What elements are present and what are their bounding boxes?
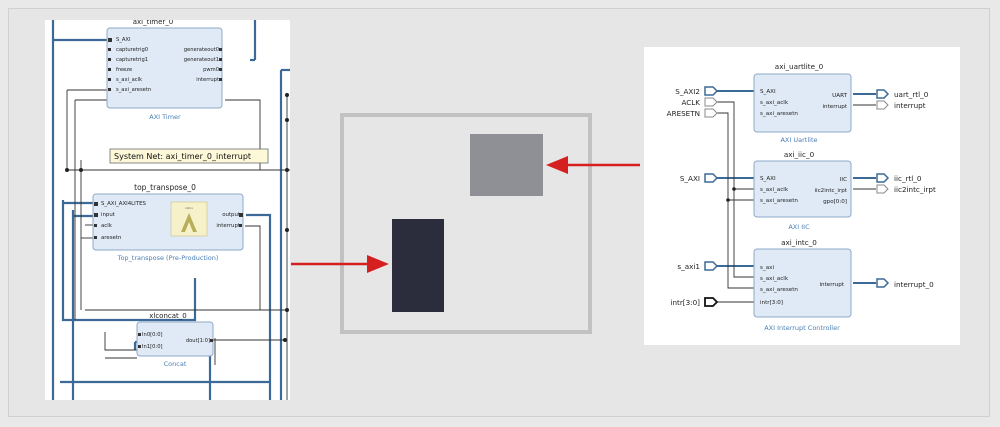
uartlite-port-uart: UART [832, 93, 847, 99]
left-block-design: axi_timer_0 S_AXI capturetrig0 capturetr… [51, 20, 290, 400]
timer-port-capturetrig0: capturetrig0 [116, 47, 148, 53]
concat-port-in1: In1[0:0] [142, 344, 163, 350]
iic-instance-name: axi_iic_0 [784, 150, 815, 159]
axi-timer-block[interactable]: axi_timer_0 S_AXI capturetrig0 capturetr… [106, 20, 223, 121]
intc-port-saxi: s_axi [760, 265, 774, 271]
ext-port-aclk: ACLK [681, 98, 700, 107]
axi-iic-block[interactable]: axi_iic_0 S_AXI s_axi_aclk s_axi_aresetn… [753, 150, 852, 231]
iic-port-saxi: S_AXI [760, 176, 776, 182]
right-bus-wires [716, 90, 876, 284]
timer-port-generateout0: generateout0 [184, 47, 219, 53]
intc-body[interactable] [753, 248, 852, 318]
timer-port-freeze: freeze [116, 67, 132, 73]
uartlite-port-aclk: s_axi_aclk [760, 100, 789, 106]
uartlite-port-saxi: S_AXI [760, 89, 776, 95]
right-external-input-pins [704, 86, 719, 307]
ext-port-interrupt-0: interrupt_0 [894, 280, 934, 289]
timer-right-ports: generateout0 generateout1 pwm0 interrupt [184, 47, 219, 83]
iic-body[interactable] [753, 160, 852, 218]
transpose-left-ports: S_AXI_AXI4LITES input aclk aresetn [101, 201, 146, 241]
concat-port-dout: dout[1:0] [186, 338, 210, 344]
iic-port-gpo: gpo[0:0] [823, 199, 847, 205]
timer-port-aresetn: s_axi_aresetn [116, 87, 151, 93]
intc-left-ports: s_axi s_axi_aclk s_axi_aresetn intr[3:0] [760, 265, 798, 306]
uartlite-port-interrupt: interrupt [822, 104, 847, 110]
top-transpose-block[interactable]: top_transpose_0 S_AXI_AXI4LITES input ac… [92, 183, 244, 262]
transpose-port-aresetn: aresetn [101, 235, 121, 241]
transpose-instance-name: top_transpose_0 [134, 183, 196, 192]
iic-port-aclk: s_axi_aclk [760, 187, 789, 193]
ext-port-iic-rtl: iic_rtl_0 [894, 174, 922, 183]
intc-ip-label: AXI Interrupt Controller [764, 324, 840, 332]
uartlite-left-ports: S_AXI s_axi_aclk s_axi_aresetn [760, 89, 798, 117]
concat-block[interactable]: xlconcat_0 In0[0:0] In1[0:0] dout[1:0] C… [136, 312, 214, 368]
left-signal-wires [66, 89, 290, 400]
svg-text:xilinx: xilinx [185, 206, 193, 210]
ext-port-intr: intr[3:0] [670, 298, 700, 307]
timer-left-ports: S_AXI capturetrig0 capturetrig1 freeze s… [116, 37, 151, 93]
timer-port-generateout1: generateout1 [184, 57, 219, 63]
transpose-ip-label: Top_transpose (Pre-Production) [117, 254, 219, 262]
transpose-port-saxi: S_AXI_AXI4LITES [101, 201, 146, 207]
concat-instance-name: xlconcat_0 [149, 312, 187, 320]
ext-port-s-axi1: s_axi1 [677, 262, 700, 271]
system-net-tooltip: System Net: axi_timer_0_interrupt [109, 148, 269, 164]
timer-ip-label: AXI Timer [149, 113, 181, 121]
right-block-design-screenshot: S_AXI2 ACLK ARESETN S_AXI s_axi1 intr[3:… [644, 47, 960, 345]
timer-port-pwm0: pwm0 [203, 67, 219, 73]
concat-port-in0: In0[0:0] [142, 332, 163, 338]
transpose-right-ports: output interrupt [216, 212, 240, 229]
timer-port-saxi: S_AXI [116, 37, 131, 43]
ext-port-aresetn: ARESETN [667, 109, 700, 118]
iic-ip-label: AXI IIC [788, 223, 810, 231]
timer-port-aclk: s_axi_aclk [116, 77, 142, 83]
tooltip-box [109, 148, 269, 164]
intc-port-interrupt: interrupt [819, 282, 844, 288]
ext-port-s-axi: S_AXI [680, 174, 700, 183]
uartlite-body[interactable] [753, 73, 852, 133]
left-junction-dots [65, 93, 289, 342]
intc-port-aclk: s_axi_aclk [760, 276, 789, 282]
transpose-port-aclk: aclk [101, 223, 113, 229]
uartlite-ip-label: AXI Uartlite [780, 136, 817, 144]
transpose-port-output: output [222, 212, 240, 218]
transpose-port-input: input [101, 212, 115, 218]
intc-port-intr: intr[3:0] [760, 300, 783, 306]
uartlite-instance-name: axi_uartlite_0 [775, 62, 824, 71]
intc-instance-name: axi_intc_0 [781, 238, 817, 247]
concat-port-pins [138, 333, 213, 348]
ext-port-iic2intc: iic2intc_irpt [894, 185, 936, 194]
xilinx-logo-icon: xilinx [170, 201, 208, 237]
concat-ip-label: Concat [164, 360, 187, 368]
transpose-port-pins [94, 202, 243, 239]
right-external-output-pins [876, 89, 890, 288]
left-block-design-screenshot: axi_timer_0 S_AXI capturetrig0 capturetr… [45, 20, 290, 400]
uartlite-port-aresetn: s_axi_aresetn [760, 111, 798, 117]
timer-port-capturetrig1: capturetrig1 [116, 57, 148, 63]
concat-ports: In0[0:0] In1[0:0] dout[1:0] [142, 332, 210, 350]
timer-port-pins [108, 38, 222, 91]
axi-uartlite-block[interactable]: axi_uartlite_0 S_AXI s_axi_aclk s_axi_ar… [753, 62, 852, 144]
timer-port-interrupt: interrupt [196, 77, 219, 83]
right-external-inputs: S_AXI2 ACLK ARESETN S_AXI s_axi1 intr[3:… [667, 87, 701, 307]
iic-port-aresetn: s_axi_aresetn [760, 198, 798, 204]
tooltip-text: System Net: axi_timer_0_interrupt [114, 152, 251, 161]
intc-port-aresetn: s_axi_aresetn [760, 287, 798, 293]
axi-intc-block[interactable]: axi_intc_0 s_axi s_axi_aclk s_axi_areset… [753, 238, 852, 332]
timer-instance-name: axi_timer_0 [133, 20, 174, 26]
iic-port-iic: IIC [840, 177, 847, 183]
iic-left-ports: S_AXI s_axi_aclk s_axi_aresetn [760, 176, 798, 204]
right-external-outputs: uart_rtl_0 interrupt iic_rtl_0 iic2intc_… [894, 90, 936, 289]
transpose-port-interrupt: interrupt [216, 223, 240, 229]
iic-right-ports: IIC iic2intc_irpt gpo[0:0] [814, 177, 847, 205]
right-block-design: S_AXI2 ACLK ARESETN S_AXI s_axi1 intr[3:… [667, 62, 936, 332]
ext-port-uart-rtl: uart_rtl_0 [894, 90, 929, 99]
uartlite-right-ports: UART interrupt [822, 93, 847, 110]
ext-port-interrupt: interrupt [894, 101, 926, 110]
iic-port-iic2intc: iic2intc_irpt [814, 188, 847, 194]
right-junction-dots [726, 187, 736, 202]
ext-port-s-axi2: S_AXI2 [675, 87, 700, 96]
